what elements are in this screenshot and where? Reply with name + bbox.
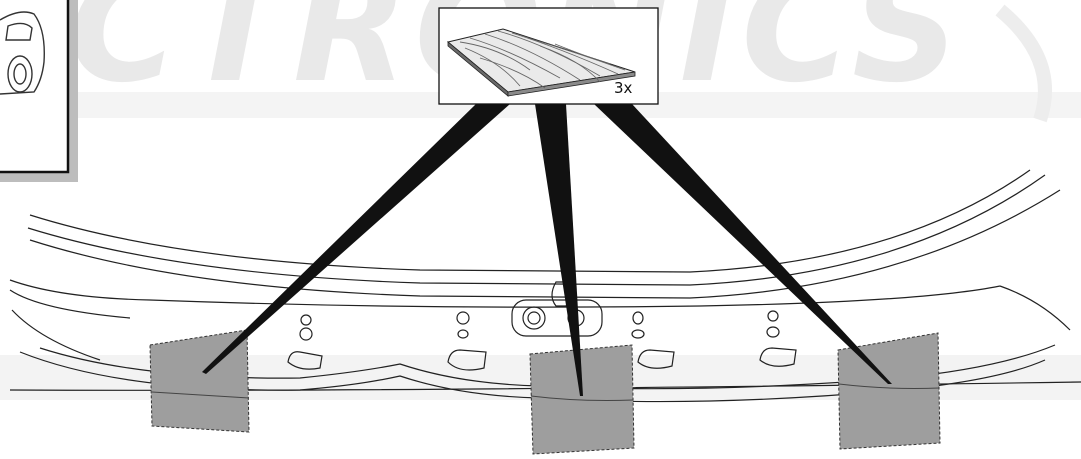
car-icon [0, 11, 45, 95]
beam-right [594, 104, 892, 384]
pad-right [837, 332, 941, 450]
callout-box: 3x [438, 7, 659, 105]
felt-pad-icon [446, 28, 636, 97]
inset-frame [0, 0, 70, 174]
beam-left [202, 104, 510, 374]
latch-hole [522, 306, 546, 330]
inset-view [0, 0, 78, 182]
beam-center [535, 104, 583, 396]
pad-center [529, 344, 635, 455]
pointer-beams [202, 104, 892, 396]
latch-housing [511, 299, 603, 337]
watermark-swoosh [995, 4, 1052, 123]
quantity-label: 3x [614, 79, 633, 97]
